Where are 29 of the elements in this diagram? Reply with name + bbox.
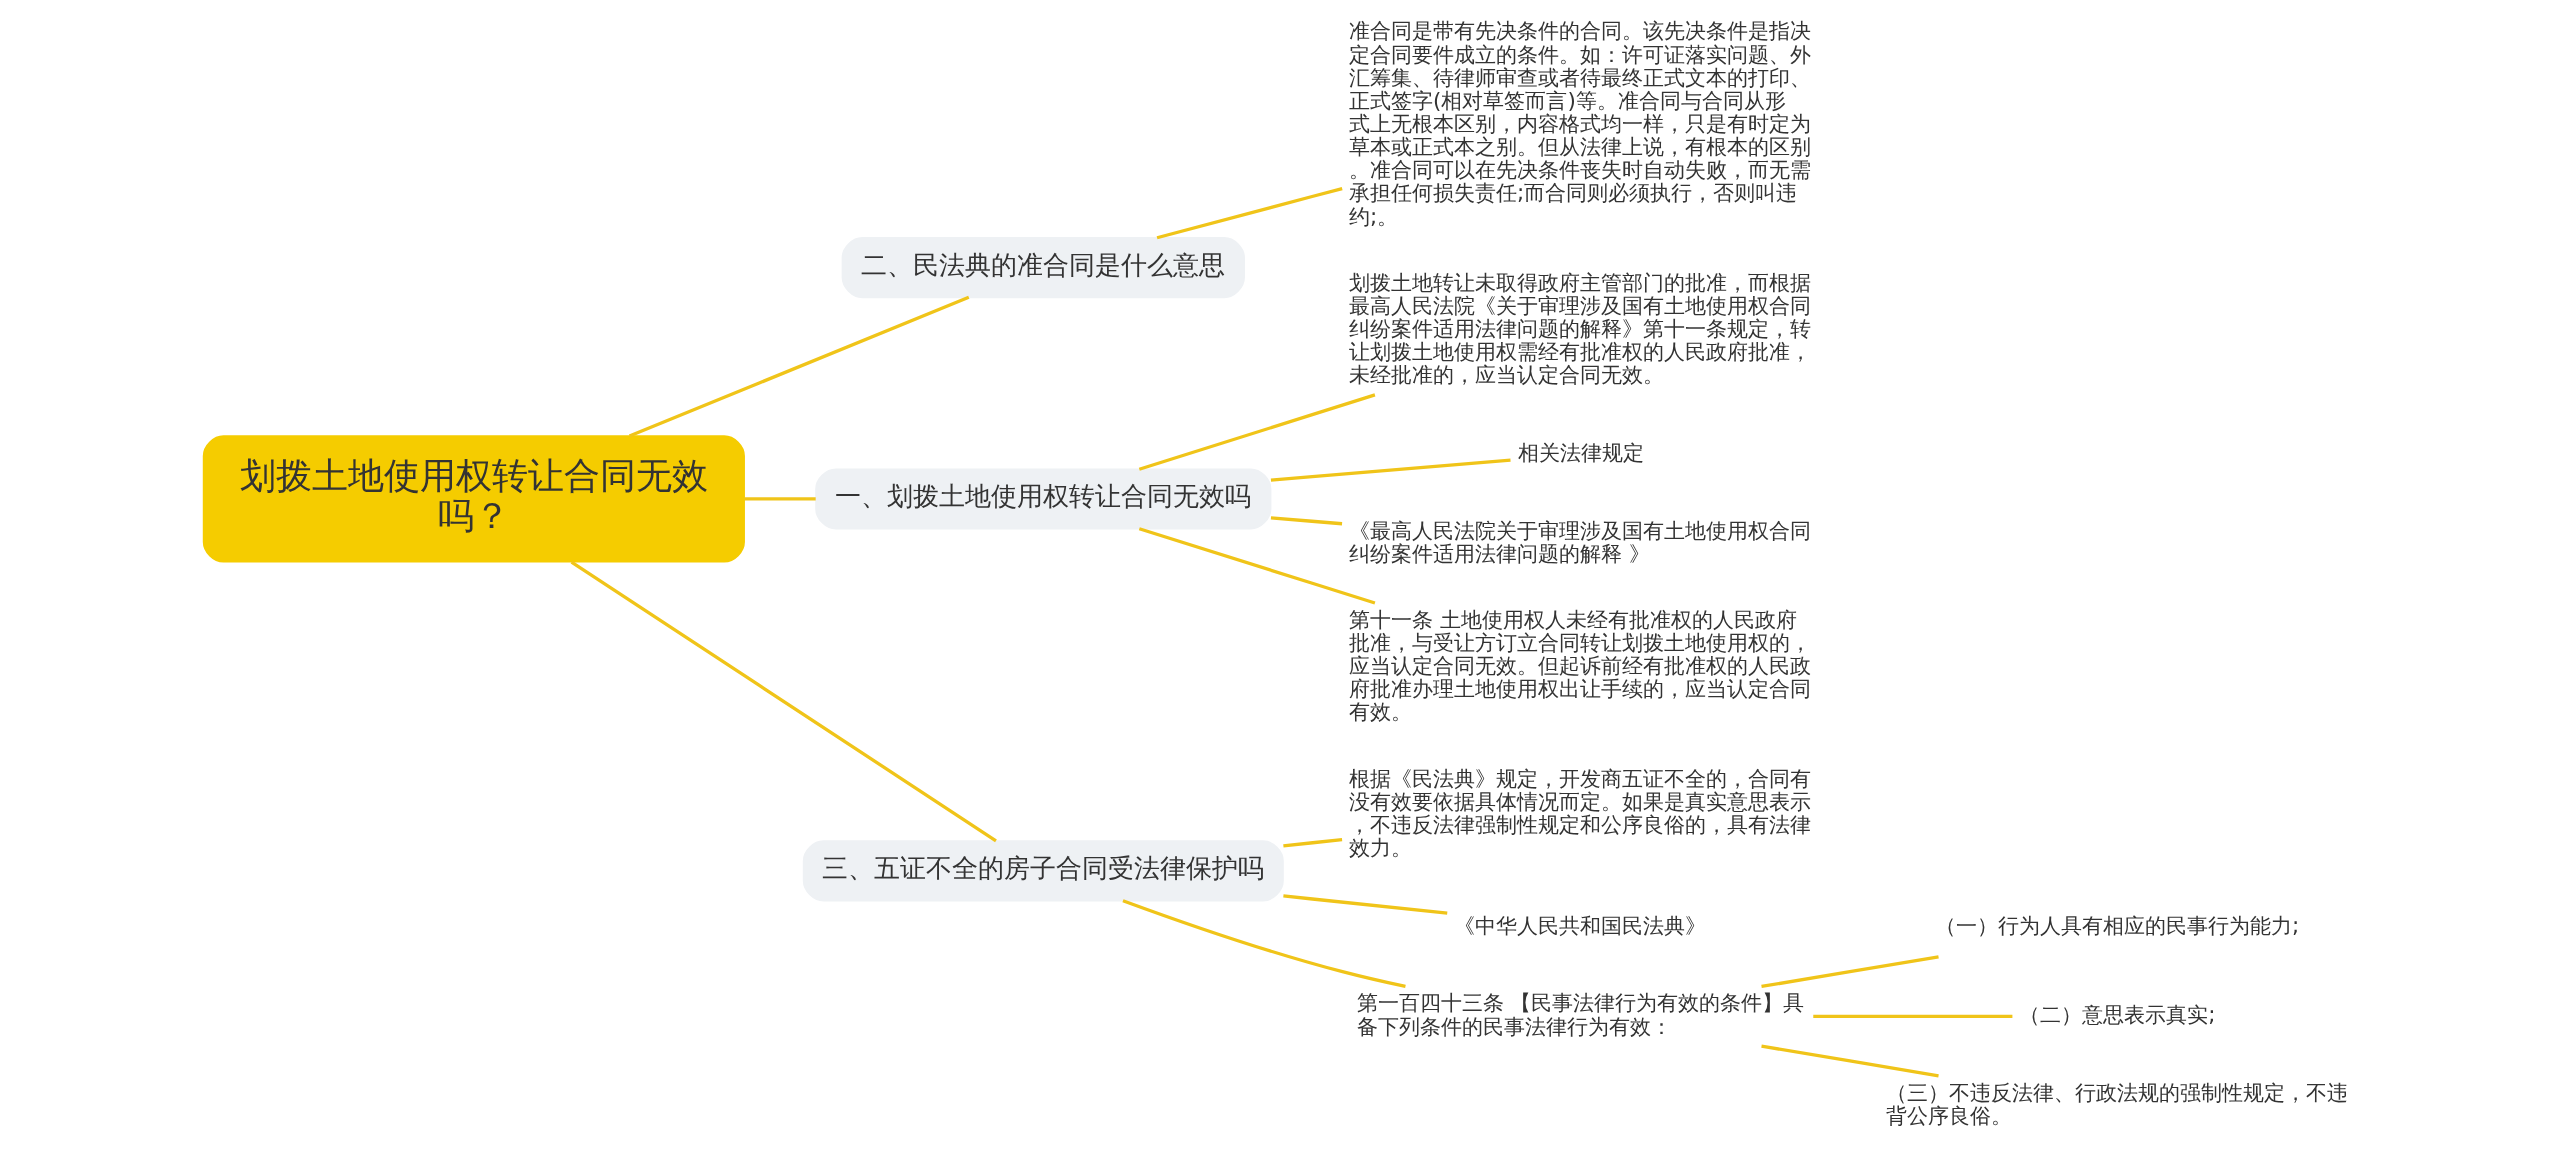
node-box: 三、五证不全的房子合同受法律保护吗 (802, 840, 1284, 902)
connector (1270, 458, 1511, 482)
node-box: 二、民法典的准合同是什么意思 (841, 236, 1245, 299)
connector (1138, 393, 1375, 471)
node-text: 第十一条 土地使用权人未经有批准权的人民政府批准，与受让方订立合同转让划拨土地使用权的，应当认定合同无效。但起诉前经有批准权的人民政府批准办理土地使用权出让手续的，应当认定合同有效。 (1348, 606, 1811, 725)
connector (1121, 899, 1406, 989)
node-text: （一）行为人具有相应的民事行为能力; (1934, 912, 2299, 938)
node-text: 《最高人民法院关于审理涉及国有土地使用权合同纠纷案件适用法律问题的解释 》 (1348, 517, 1811, 566)
node-text: 相关法律规定 (1517, 439, 1644, 465)
connector (744, 497, 816, 501)
node-text: 根据《民法典》规定，开发商五证不全的，合同有没有效要依据具体情况而定。如果是真实意思表示，不违反法律强制性规定和公序良俗的，具有法律效力。 (1348, 765, 1811, 861)
node-text: 《中华人民共和国民法典》 (1453, 912, 1706, 938)
node-text: 准合同是带有先决条件的合同。该先决条件是指决定合同要件成立的条件。如：许可证落实问题、外汇筹集、待律师审查或者待最终正式文本的打印、正式签字(相对草签而言)等。准合同与合同从形式上无根本区别，内容格式均一样，只是有时定为草本或正式本之别。但从法律上说，有根本的区别。准合同可以在先决条件丧失时自动失败，而无需承担任何损失责任;而合同则必须执行，否则叫违约;。 (1348, 18, 1811, 229)
connector (1760, 955, 1939, 989)
connector (1812, 1014, 2012, 1018)
connector (1282, 838, 1342, 848)
connector (628, 295, 969, 438)
node-text: 第一百四十三条 【民事法律行为有效的条件】具备下列条件的民事法律行为有效： (1356, 990, 1804, 1039)
connector (570, 560, 997, 843)
node-box: 划拨土地使用权转让合同无效吗？ (202, 435, 745, 563)
connector (1270, 516, 1342, 526)
connector (1282, 894, 1447, 915)
node-text: 划拨土地转让未取得政府主管部门的批准，而根据最高人民法院《关于审理涉及国有土地使用权合同纠纷案件适用法律问题的解释》第十一条规定，转让划拨土地使用权需经有批准权的人民政府批准，未经批准的，应当认定合同无效。 (1348, 269, 1811, 388)
connector (1156, 186, 1343, 240)
node-box: 一、划拨土地使用权转让合同无效吗 (814, 468, 1271, 530)
connector (1138, 527, 1375, 605)
node-text: （三）不违反法律、行政法规的强制性规定，不违背公序良俗。 (1885, 1079, 2348, 1128)
node-text: （二）意思表示真实; (2018, 1001, 2216, 1027)
connector (1760, 1044, 1939, 1078)
